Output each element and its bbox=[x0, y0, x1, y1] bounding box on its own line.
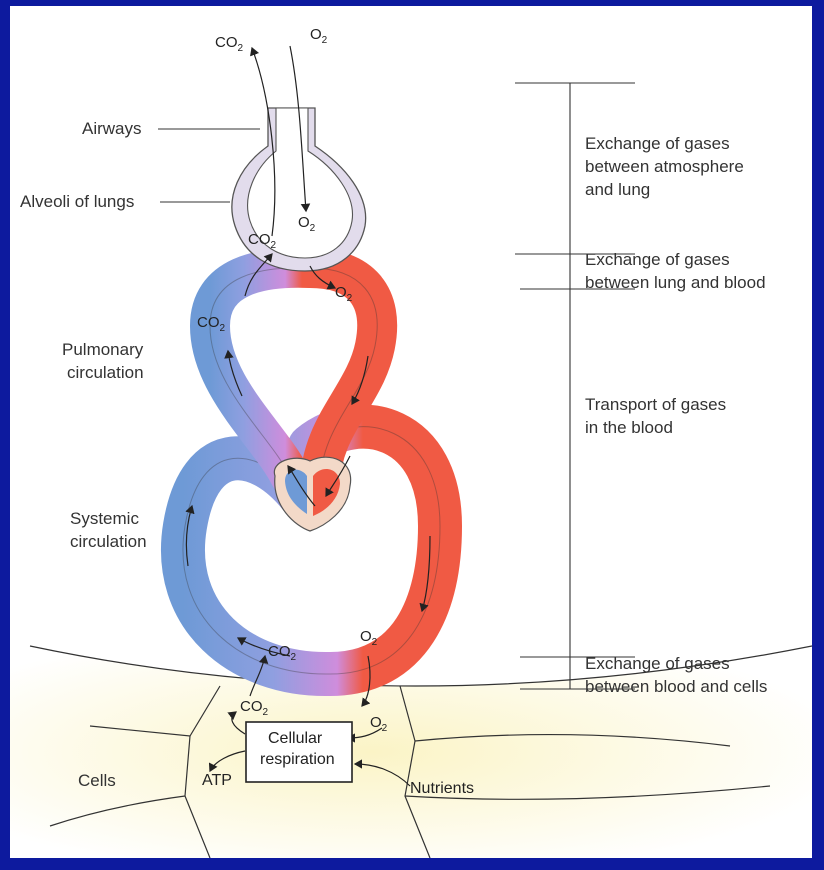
co2-alveolus-label: CO2 bbox=[248, 231, 276, 251]
stage-transport-line2: in the blood bbox=[585, 417, 673, 439]
o2-alveolus-label: O2 bbox=[298, 214, 315, 234]
cells-label: Cells bbox=[78, 770, 116, 792]
stage-lung-blood-line1: Exchange of gases bbox=[585, 249, 730, 271]
o2-inhaled-label: O2 bbox=[310, 26, 327, 46]
stage-transport-line1: Transport of gases bbox=[585, 394, 726, 416]
stage-blood-cells-line2: between blood and cells bbox=[585, 676, 767, 698]
nutrients-label: Nutrients bbox=[410, 780, 474, 798]
co2-cells-label: CO2 bbox=[240, 698, 268, 718]
stage-atmosphere-line1: Exchange of gases bbox=[585, 133, 730, 155]
cellular-respiration-line2: respiration bbox=[260, 751, 335, 769]
pulmonary-label-line1: Pulmonary bbox=[62, 339, 143, 361]
stage-atmosphere-line3: and lung bbox=[585, 179, 650, 201]
o2-pulmonary-label: O2 bbox=[335, 284, 352, 304]
diagram-frame: Airways Alveoli of lungs Pulmonary circu… bbox=[10, 6, 812, 858]
o2-cells-label: O2 bbox=[370, 714, 387, 734]
co2-exhaled-label: CO2 bbox=[215, 34, 243, 54]
co2-pulmonary-label: CO2 bbox=[197, 314, 225, 334]
airways-label: Airways bbox=[82, 118, 142, 140]
systemic-label-line2: circulation bbox=[70, 531, 147, 553]
o2-systemic-label: O2 bbox=[360, 628, 377, 648]
alveoli-label: Alveoli of lungs bbox=[20, 191, 134, 213]
systemic-label-line1: Systemic bbox=[70, 508, 139, 530]
cellular-respiration-line1: Cellular bbox=[268, 730, 322, 748]
stage-atmosphere-line2: between atmosphere bbox=[585, 156, 744, 178]
stage-lung-blood-line2: between lung and blood bbox=[585, 272, 766, 294]
co2-systemic-label: CO2 bbox=[268, 643, 296, 663]
atp-label: ATP bbox=[202, 772, 232, 790]
stage-blood-cells-line1: Exchange of gases bbox=[585, 653, 730, 675]
pulmonary-label-line2: circulation bbox=[67, 362, 144, 384]
heart-shape bbox=[274, 457, 350, 531]
